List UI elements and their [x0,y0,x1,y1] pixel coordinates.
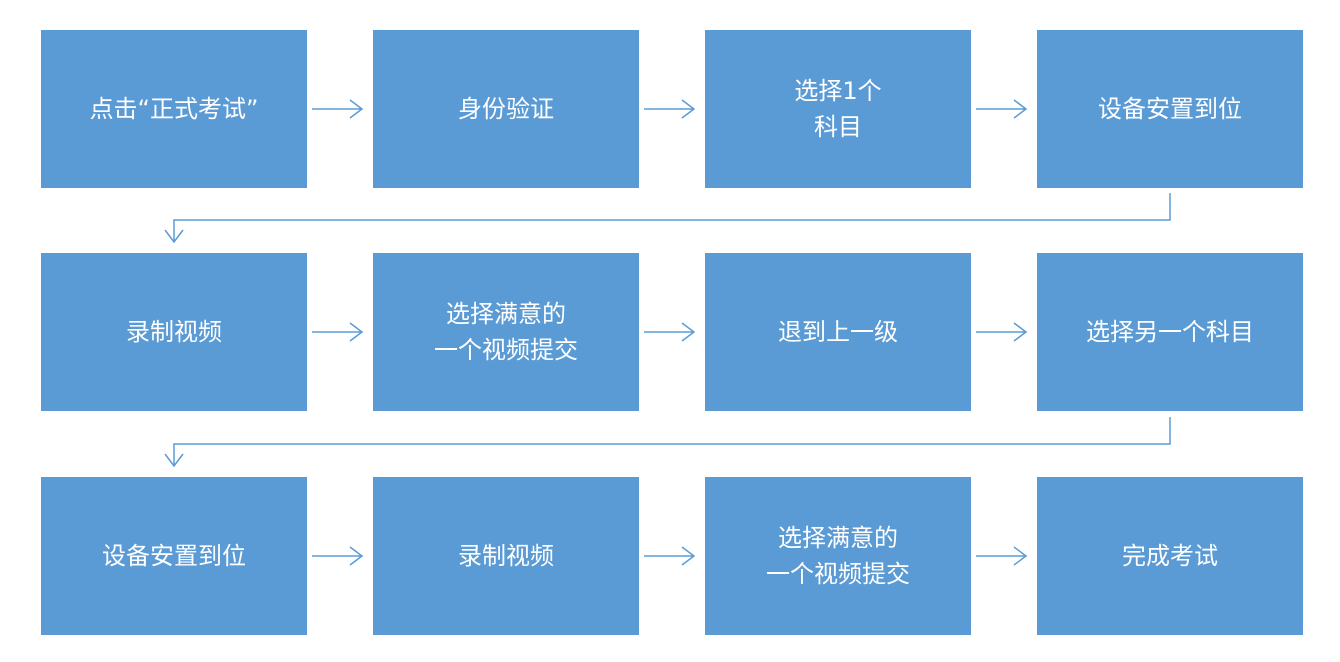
step-8-label: 选择另一个科目 [1086,318,1254,346]
step-12-label: 完成考试 [1122,542,1218,570]
step-7-label: 退到上一级 [778,318,898,346]
step-11-label: 选择满意的 一个视频提交 [766,524,910,588]
arrow-9-to-10 [312,546,364,566]
arrow-11-to-12 [976,546,1028,566]
arrow-5-to-6 [312,322,364,342]
step-3-box: 选择1个 科目 [705,30,971,188]
step-2-box: 身份验证 [373,30,639,188]
step-1-label: 点击“正式考试” [89,95,259,123]
step-4-label: 设备安置到位 [1098,95,1242,123]
arrow-6-to-7 [644,322,696,342]
step-4-box: 设备安置到位 [1037,30,1303,188]
arrow-10-to-11 [644,546,696,566]
arrow-3-to-4 [976,99,1028,119]
arrow-4-to-5 [164,193,1171,244]
step-5-box: 录制视频 [41,253,307,411]
step-11-box: 选择满意的 一个视频提交 [705,477,971,635]
step-2-label: 身份验证 [458,95,554,123]
step-3-label: 选择1个 科目 [794,77,882,141]
step-1-box: 点击“正式考试” [41,30,307,188]
arrow-2-to-3 [644,99,696,119]
step-10-label: 录制视频 [458,542,554,570]
step-10-box: 录制视频 [373,477,639,635]
arrow-8-to-9 [164,417,1171,468]
arrow-7-to-8 [976,322,1028,342]
step-8-box: 选择另一个科目 [1037,253,1303,411]
step-5-label: 录制视频 [126,318,222,346]
step-7-box: 退到上一级 [705,253,971,411]
step-12-box: 完成考试 [1037,477,1303,635]
step-6-label: 选择满意的 一个视频提交 [434,300,578,364]
step-9-label: 设备安置到位 [102,542,246,570]
step-9-box: 设备安置到位 [41,477,307,635]
step-6-box: 选择满意的 一个视频提交 [373,253,639,411]
arrow-1-to-2 [312,99,364,119]
